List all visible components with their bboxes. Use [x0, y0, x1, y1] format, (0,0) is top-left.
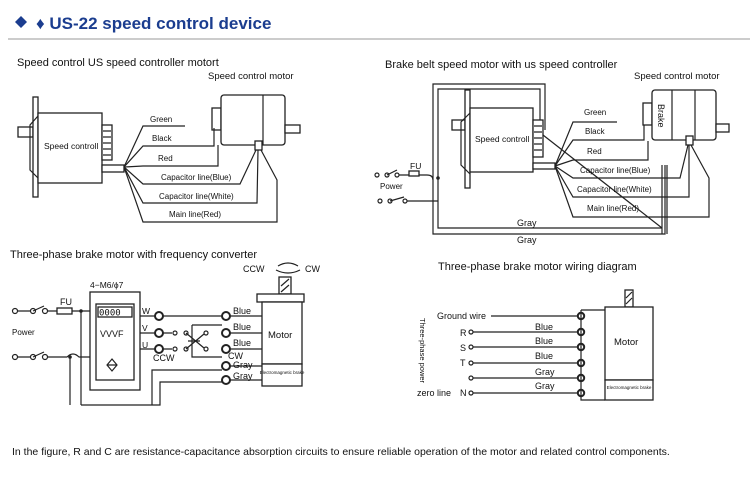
switch-ccw-label: CCW: [153, 353, 175, 363]
wire-label-red: Red: [587, 147, 602, 156]
page-title: ♦ US-22 speed control device: [36, 14, 271, 33]
power-label: Power: [12, 328, 35, 337]
diagram-speed-controller-motor: Speed control US speed controller motort…: [17, 57, 301, 223]
diagram4-wires: [468, 309, 605, 401]
controller-label: Speed controll: [475, 134, 529, 144]
wire-label-gray-1: Gray: [535, 367, 555, 377]
diagram3-title: Three-phase brake motor with frequency c…: [10, 249, 257, 261]
diagram-brake-belt-motor: Brake belt speed motor with us speed con…: [374, 59, 730, 245]
diagram1-title: Speed control US speed controller motort: [17, 57, 219, 69]
diagram1-motor-label: Speed control motor: [208, 71, 294, 82]
wire-label-gray-1: Gray: [517, 218, 537, 228]
wire-label-blue-1: Blue: [233, 306, 251, 316]
wire-label-green: Green: [150, 115, 172, 124]
wire-label-gray-2: Gray: [535, 381, 555, 391]
wire-label-gray-2: Gray: [517, 235, 537, 245]
ccw-label: CCW: [243, 264, 265, 274]
mount-label: 4−M6/ϕ7: [90, 280, 124, 290]
display-readout: 0000: [99, 309, 121, 319]
diagram2-motor-label: Speed control motor: [634, 71, 720, 82]
diagram2-title: Brake belt speed motor with us speed con…: [385, 59, 618, 71]
brake-label: Electromagnetic brake: [260, 370, 305, 375]
brake-label: Brake: [656, 104, 666, 128]
three-phase-motor: Motor Electromagnetic brake: [604, 289, 654, 401]
wire-label-gray-2: Gray: [233, 371, 253, 381]
controller-label: Speed controll: [44, 141, 98, 151]
vvvf-inverter: 0000 VVVF: [89, 291, 141, 391]
speed-controller: Speed controll: [17, 96, 125, 198]
fuse-icon: [408, 170, 420, 177]
ground-wire-label: Ground wire: [437, 311, 486, 321]
input-r: R: [460, 328, 467, 338]
wire-label-red: Red: [158, 154, 173, 163]
reversing-switch: [185, 324, 222, 358]
wire-label-capacitor-white: Capacitor line(White): [159, 192, 234, 201]
input-n: N: [460, 388, 467, 398]
brake-label: Electromagnetic brake: [607, 385, 652, 390]
diagram3-power: FU Power: [11, 297, 222, 406]
wire-label-main-red: Main line(Red): [587, 204, 639, 213]
brake-motor: Brake: [642, 89, 730, 146]
wire-label-black: Black: [585, 127, 606, 136]
wire-label-blue-3: Blue: [233, 338, 251, 348]
diagram4-title: Three-phase brake motor wiring diagram: [438, 261, 637, 273]
wire-label-gray-1: Gray: [233, 360, 253, 370]
wire-label-capacitor-white: Capacitor line(White): [577, 185, 652, 194]
wire-label-capacitor-blue: Capacitor line(Blue): [580, 166, 651, 175]
fuse-label: FU: [410, 161, 421, 171]
zero-line-label: zero line: [417, 388, 451, 398]
wire-label-capacitor-blue: Capacitor line(Blue): [161, 173, 232, 182]
switch-cw-label: CW: [228, 351, 243, 361]
wire-label-green: Green: [584, 108, 606, 117]
diagram-three-phase-wiring: Three-phase brake motor wiring diagram T…: [417, 261, 654, 401]
diagram2-wires: [542, 121, 710, 234]
up-down-arrow-icon: [106, 358, 118, 372]
power-input: FU Power: [374, 161, 440, 204]
fuse-icon: [56, 307, 73, 315]
diamond-icon: [15, 16, 27, 28]
footer-note: In the figure, R and C are resistance-ca…: [12, 446, 670, 458]
motor-label: Motor: [614, 337, 638, 348]
three-phase-motor: Motor Electromagnetic brake: [256, 276, 305, 387]
motor-label: Motor: [268, 330, 292, 341]
speed-controller: Speed controll: [451, 89, 556, 189]
wire-label-blue-2: Blue: [535, 336, 553, 346]
wire-label-black: Black: [152, 134, 173, 143]
input-s: S: [460, 343, 466, 353]
rotation-arrow-icon: [275, 262, 301, 274]
fuse-label: FU: [60, 297, 72, 307]
phase-u: U: [142, 340, 148, 350]
phase-v: V: [142, 323, 148, 333]
header: ♦ US-22 speed control device: [8, 14, 750, 40]
wire-label-main-red: Main line(Red): [169, 210, 221, 219]
wire-label-blue-1: Blue: [535, 322, 553, 332]
power-label: Power: [380, 182, 403, 191]
phase-w: W: [142, 306, 150, 316]
wire-label-blue-2: Blue: [233, 322, 251, 332]
cw-label: CW: [305, 264, 320, 274]
wire-label-blue-3: Blue: [535, 351, 553, 361]
inverter-label: VVVF: [100, 329, 124, 339]
diagram1-wires: [123, 125, 278, 223]
phase-terminals: W V U CCW CW Blue Blue Blue Gray Gray: [140, 306, 262, 385]
speed-control-motor: [211, 94, 301, 151]
power-label: Three-phase power: [418, 318, 427, 384]
input-t: T: [460, 358, 466, 368]
diagram-frequency-converter: Three-phase brake motor with frequency c…: [10, 249, 320, 406]
